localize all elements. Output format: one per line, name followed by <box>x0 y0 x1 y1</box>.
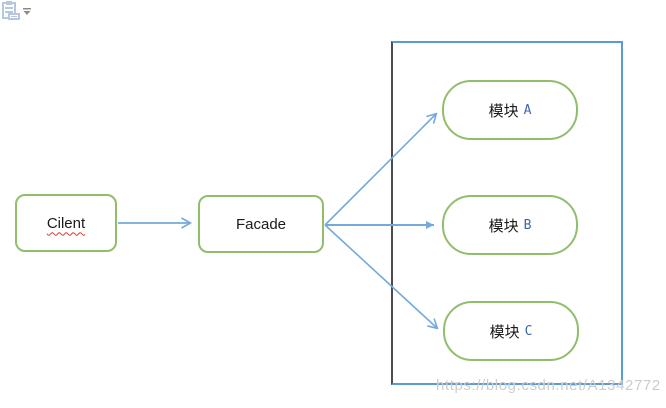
module-b-name: 模块 <box>488 217 519 235</box>
module-a-letter: A <box>523 102 532 118</box>
module-b-node[interactable]: 模块 B <box>442 195 578 255</box>
module-c-name: 模块 <box>489 323 520 341</box>
clipboard-paste-icon <box>2 1 20 25</box>
facade-node[interactable]: Facade <box>198 195 324 253</box>
module-a-name: 模块 <box>488 102 519 120</box>
paste-options-button[interactable] <box>1 1 35 21</box>
watermark-text: https://blog.csdn.net/A1342772 <box>436 377 661 394</box>
module-c-node[interactable]: 模块 C <box>443 301 579 361</box>
module-c-letter: C <box>524 323 533 339</box>
dropdown-arrow-icon[interactable] <box>22 4 32 15</box>
client-node[interactable]: Cilent <box>15 194 117 252</box>
module-a-node[interactable]: 模块 A <box>442 80 578 140</box>
facade-label: Facade <box>235 215 287 233</box>
module-b-letter: B <box>523 217 532 233</box>
client-label: Cilent <box>46 214 86 232</box>
